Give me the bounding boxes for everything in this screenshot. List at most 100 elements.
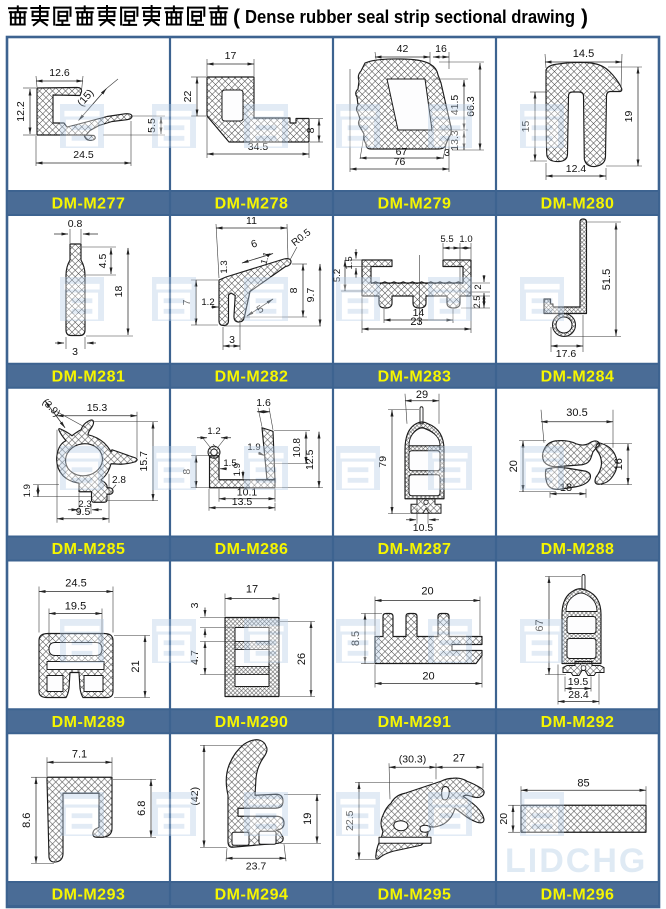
- svg-text:30.5: 30.5: [566, 407, 587, 419]
- svg-text:19.5: 19.5: [65, 601, 86, 613]
- svg-text:Dense rubber seal strip sectio: Dense rubber seal strip sectional drawin…: [245, 6, 575, 27]
- svg-text:DM-M288: DM-M288: [541, 541, 615, 558]
- svg-text:10.1: 10.1: [237, 486, 258, 498]
- svg-text:DM-M287: DM-M287: [378, 541, 452, 558]
- svg-text:16: 16: [613, 458, 625, 470]
- svg-text:13.5: 13.5: [232, 496, 253, 508]
- svg-text:8: 8: [288, 287, 300, 293]
- svg-text:13.3: 13.3: [449, 130, 461, 151]
- svg-text:DM-M289: DM-M289: [52, 714, 126, 731]
- svg-text:20: 20: [422, 671, 434, 683]
- svg-text:0.8: 0.8: [68, 218, 83, 230]
- svg-text:19: 19: [302, 813, 314, 825]
- svg-text:22.5: 22.5: [344, 810, 356, 831]
- svg-text:23: 23: [410, 316, 422, 328]
- svg-text:12.6: 12.6: [49, 67, 70, 79]
- svg-text:DM-M281: DM-M281: [52, 368, 126, 385]
- svg-text:5.2: 5.2: [332, 269, 343, 282]
- svg-text:1.1: 1.1: [259, 251, 272, 266]
- svg-text:17.6: 17.6: [556, 348, 577, 360]
- svg-text:DM-M290: DM-M290: [215, 714, 289, 731]
- svg-text:(: (: [233, 6, 240, 29]
- svg-text:DM-M296: DM-M296: [541, 887, 615, 904]
- svg-text:2.3: 2.3: [78, 499, 91, 510]
- svg-text:20: 20: [498, 813, 510, 825]
- svg-text:2.8: 2.8: [112, 475, 126, 486]
- svg-text:20: 20: [508, 460, 520, 472]
- svg-text:1.5: 1.5: [344, 256, 355, 269]
- svg-text:DM-M295: DM-M295: [378, 887, 452, 904]
- svg-text:2: 2: [473, 284, 484, 289]
- svg-text:DM-M280: DM-M280: [541, 196, 615, 213]
- svg-text:15: 15: [520, 121, 532, 133]
- svg-text:LIDCHG: LIDCHG: [505, 842, 647, 880]
- svg-text:12.4: 12.4: [566, 163, 587, 175]
- svg-text:3: 3: [444, 147, 450, 159]
- svg-text:2.5: 2.5: [472, 296, 482, 309]
- svg-text:3: 3: [72, 346, 78, 358]
- svg-text:DM-M292: DM-M292: [541, 714, 615, 731]
- svg-text:4.5: 4.5: [97, 254, 109, 269]
- svg-text:DM-M291: DM-M291: [378, 714, 452, 731]
- svg-text:18: 18: [560, 482, 572, 494]
- svg-text:5: 5: [255, 303, 267, 316]
- svg-text:(30.3): (30.3): [399, 753, 426, 765]
- svg-text:1.9: 1.9: [22, 484, 33, 497]
- svg-text:67: 67: [534, 619, 546, 631]
- svg-text:6: 6: [250, 237, 259, 250]
- svg-text:42: 42: [397, 43, 409, 55]
- svg-text:23.7: 23.7: [246, 860, 267, 872]
- svg-text:12.5: 12.5: [304, 449, 316, 470]
- svg-text:DM-M283: DM-M283: [378, 368, 452, 385]
- svg-text:14: 14: [413, 307, 425, 319]
- svg-text:8: 8: [181, 469, 193, 475]
- svg-text:DM-M278: DM-M278: [215, 196, 289, 213]
- svg-text:9.5: 9.5: [76, 506, 91, 518]
- svg-text:DM-M284: DM-M284: [541, 368, 615, 385]
- svg-text:21: 21: [130, 660, 142, 672]
- svg-text:): ): [581, 6, 588, 29]
- svg-text:1.9: 1.9: [247, 442, 260, 453]
- svg-text:5.5: 5.5: [440, 234, 453, 245]
- svg-text:51.5: 51.5: [601, 269, 613, 290]
- svg-text:8: 8: [305, 127, 317, 133]
- svg-text:34.5: 34.5: [248, 141, 269, 153]
- svg-text:24.5: 24.5: [65, 578, 86, 590]
- svg-text:DM-M294: DM-M294: [215, 887, 289, 904]
- svg-text:12.2: 12.2: [15, 101, 27, 122]
- svg-text:1.2: 1.2: [201, 297, 214, 308]
- svg-text:14.5: 14.5: [573, 48, 594, 60]
- svg-text:5.5: 5.5: [146, 118, 158, 133]
- svg-text:1.2: 1.2: [207, 426, 220, 437]
- svg-text:4.7: 4.7: [189, 650, 201, 665]
- svg-text:66.3: 66.3: [465, 96, 477, 117]
- svg-text:DM-M279: DM-M279: [378, 196, 452, 213]
- svg-text:19.5: 19.5: [568, 676, 589, 688]
- svg-text:18: 18: [113, 286, 125, 298]
- svg-text:8.5: 8.5: [350, 631, 362, 646]
- svg-text:1.0: 1.0: [459, 234, 472, 245]
- svg-text:1.3: 1.3: [219, 260, 230, 273]
- svg-text:6.8: 6.8: [136, 801, 148, 816]
- svg-text:27: 27: [453, 752, 465, 764]
- svg-text:DM-M286: DM-M286: [215, 541, 289, 558]
- svg-text:9.7: 9.7: [305, 288, 317, 303]
- svg-text:10.8: 10.8: [292, 438, 303, 458]
- svg-text:8.6: 8.6: [21, 813, 33, 828]
- svg-text:1.5: 1.5: [223, 458, 236, 469]
- svg-text:79: 79: [377, 456, 389, 468]
- svg-text:22: 22: [182, 91, 194, 103]
- svg-text:1.6: 1.6: [256, 397, 271, 409]
- svg-text:41.5: 41.5: [449, 95, 461, 116]
- svg-text:7: 7: [181, 299, 193, 305]
- svg-text:15.7: 15.7: [138, 451, 150, 472]
- svg-text:16: 16: [435, 43, 447, 55]
- svg-text:26: 26: [296, 653, 308, 665]
- svg-text:DM-M282: DM-M282: [215, 368, 289, 385]
- svg-text:7.1: 7.1: [72, 748, 87, 760]
- svg-text:76: 76: [394, 156, 406, 168]
- svg-text:3: 3: [229, 334, 235, 346]
- svg-text:11: 11: [246, 215, 257, 227]
- svg-text:19: 19: [623, 111, 635, 123]
- svg-text:10.5: 10.5: [413, 522, 434, 534]
